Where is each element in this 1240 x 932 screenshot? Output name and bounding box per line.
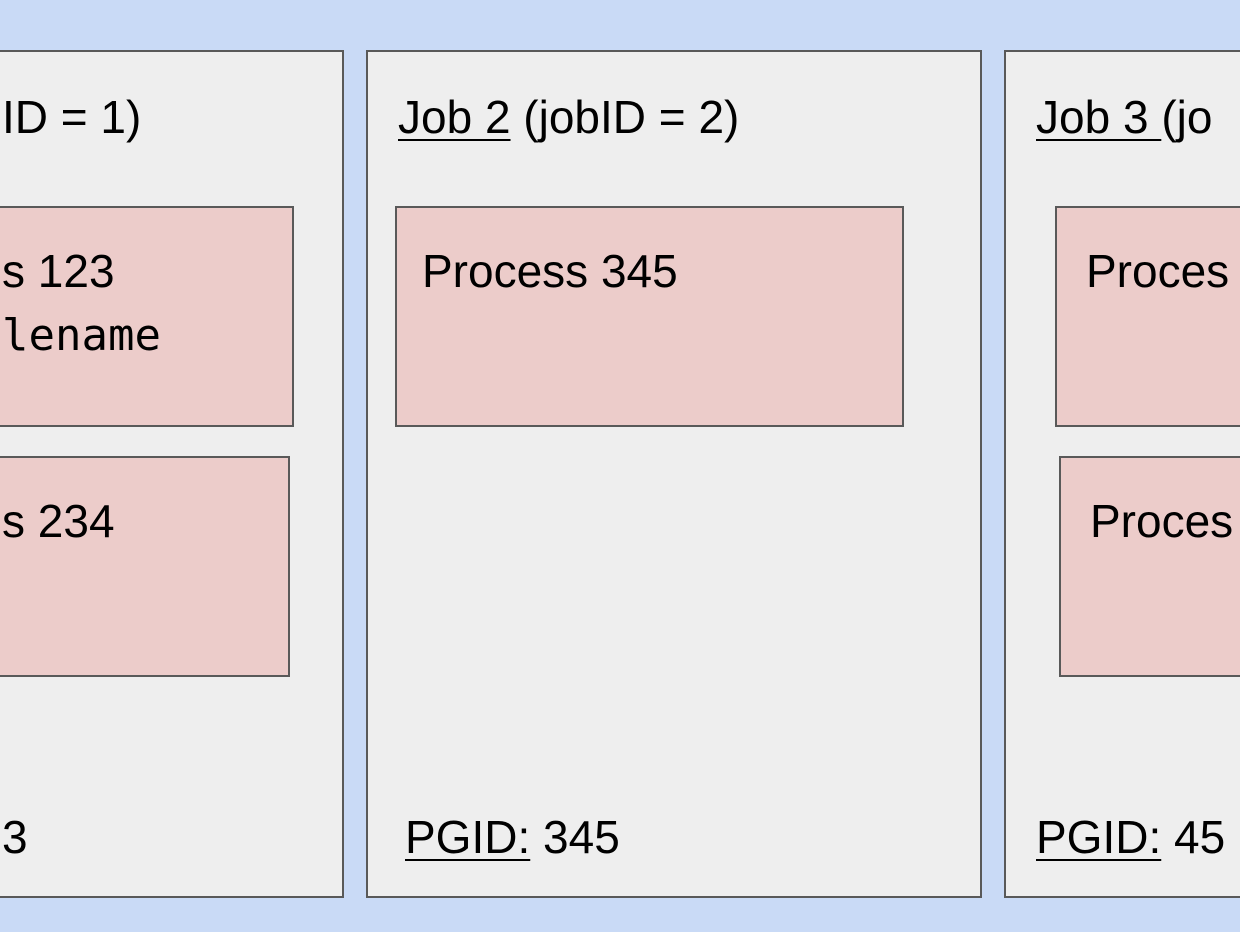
job-1-pgid: 3 [2, 814, 28, 860]
job-3-process-1-label: Proces [1086, 245, 1230, 297]
job-1-process-2-label: s 234 [2, 495, 115, 547]
job-2-pgid-label: PGID: [405, 811, 531, 863]
job-1-title: ID = 1) [2, 94, 141, 140]
job-2-panel [366, 50, 982, 898]
job-2-process-1 [395, 206, 904, 427]
job-3-pgid-value: 45 [1161, 811, 1226, 863]
job-3-process-2 [1059, 456, 1240, 677]
job-3-pgid: PGID: 45 [1036, 814, 1225, 860]
job-3-link[interactable]: Job 3 [1036, 91, 1162, 143]
job-3-process-1 [1055, 206, 1240, 427]
job-1-process-2 [0, 456, 290, 677]
job-2-title-rest: (jobID = 2) [510, 91, 740, 143]
job-2-process-1-label: Process 345 [422, 245, 678, 297]
job-2-pgid-value: 345 [530, 811, 620, 863]
job-2-title: Job 2 (jobID = 2) [398, 94, 739, 140]
job-1-title-rest: ID = 1) [2, 91, 142, 143]
job-3-pgid-label: PGID: [1036, 811, 1162, 863]
job-2-pgid: PGID: 345 [405, 814, 620, 860]
job-2-link[interactable]: Job 2 [398, 91, 511, 143]
job-3-process-2-label: Proces [1090, 495, 1234, 547]
job-1-process-1-label: s 123 [2, 245, 115, 297]
job-1-process-1-filename: lename [2, 310, 161, 361]
job-1-pgid-value: 3 [2, 811, 28, 863]
job-3-title-rest: (jo [1161, 91, 1213, 143]
job-1-process-1 [0, 206, 294, 427]
job-3-title: Job 3 (jo [1036, 94, 1212, 140]
